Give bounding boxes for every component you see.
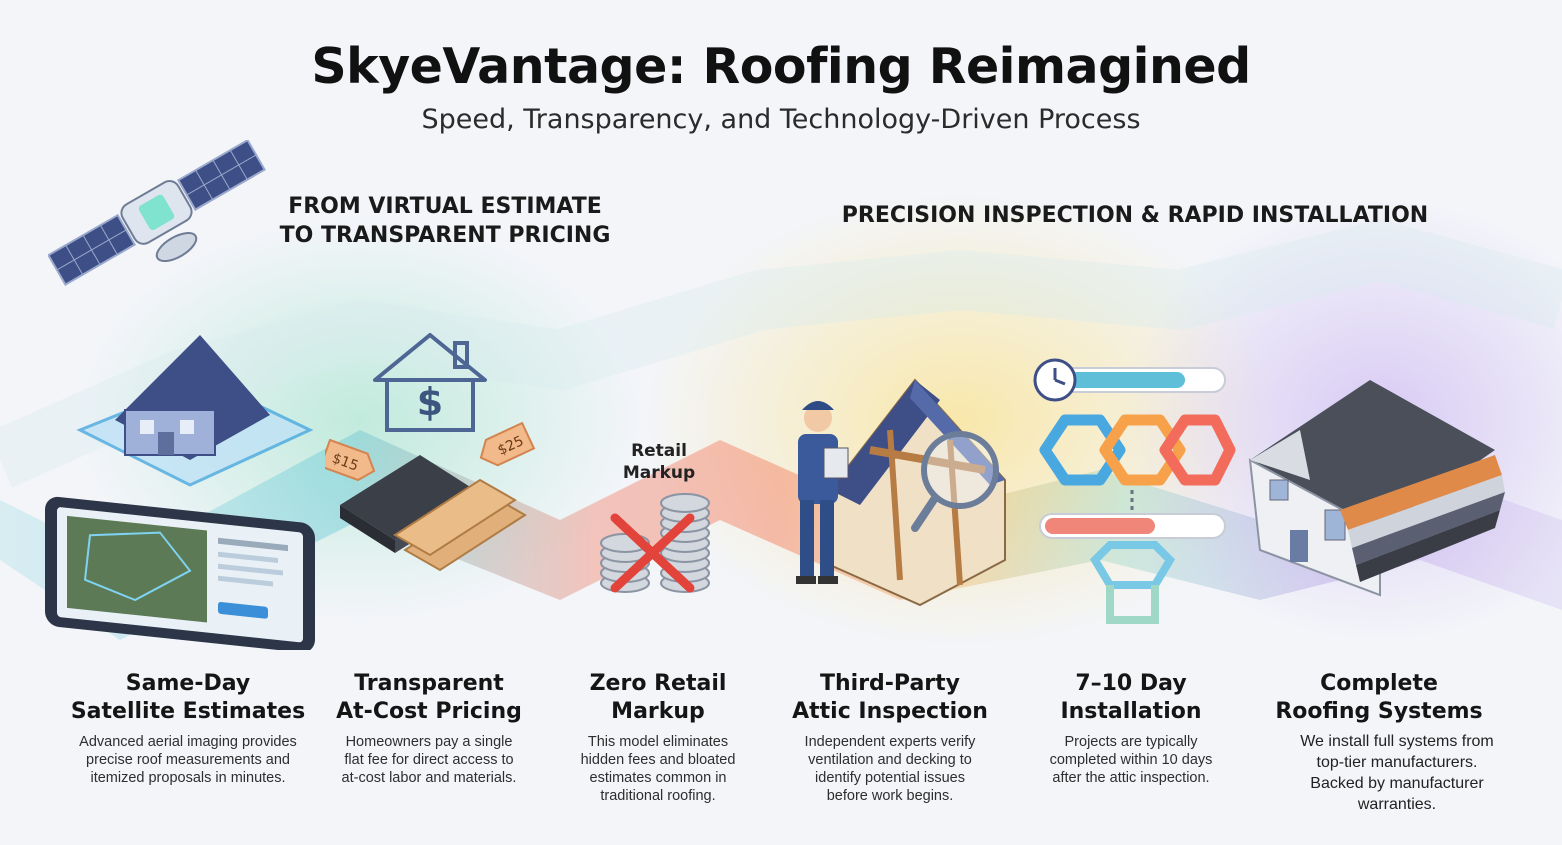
inspector-attic-icon — [796, 378, 1006, 607]
step-desc-at-cost-pricing: Homeowners pay a single flat fee for dir… — [341, 734, 517, 786]
step-title-satellite-estimates: Same-Day Satellite Estimates — [70, 671, 306, 724]
materials-price-tag-icon: $ $15 $25 — [325, 333, 536, 572]
step-desc-attic-inspection: Independent experts verify ventilation a… — [804, 734, 976, 804]
page-subtitle: Speed, Transparency, and Technology-Driv… — [421, 104, 1141, 135]
section-heading-inspection-installation: PRECISION INSPECTION & RAPID INSTALLATIO… — [841, 203, 1429, 228]
step-desc-installation: Projects are typically completed within … — [1049, 734, 1213, 786]
step-desc-zero-retail-markup: This model eliminates hidden fees and bl… — [580, 734, 736, 804]
satellite-icon — [48, 140, 266, 286]
dollar-symbol: $ — [417, 380, 443, 424]
step-title-at-cost-pricing: Transparent At-Cost Pricing — [336, 671, 522, 724]
step-title-attic-inspection: Third-Party Attic Inspection — [792, 671, 988, 724]
page-title: SkyeVantage: Roofing Reimagined — [311, 38, 1251, 95]
step-title-roofing-systems: Complete Roofing Systems — [1275, 671, 1483, 724]
step-desc-satellite-estimates: Advanced aerial imaging provides precise… — [79, 734, 297, 786]
retail-markup-label: Retail Markup — [622, 441, 696, 483]
section-heading-estimate-pricing: FROM VIRTUAL ESTIMATE TO TRANSPARENT PRI… — [279, 194, 611, 248]
timeline-progress-icon — [1033, 358, 1236, 624]
step-title-installation: 7–10 Day Installation — [1060, 671, 1202, 724]
step-desc-roofing-systems: We install full systems from top-tier ma… — [1300, 733, 1494, 813]
no-markup-coins-icon — [600, 493, 710, 593]
tablet-house-icon — [45, 335, 315, 650]
roof-layers-icon — [1248, 380, 1505, 597]
step-title-zero-retail-markup: Zero Retail Markup — [589, 671, 727, 724]
